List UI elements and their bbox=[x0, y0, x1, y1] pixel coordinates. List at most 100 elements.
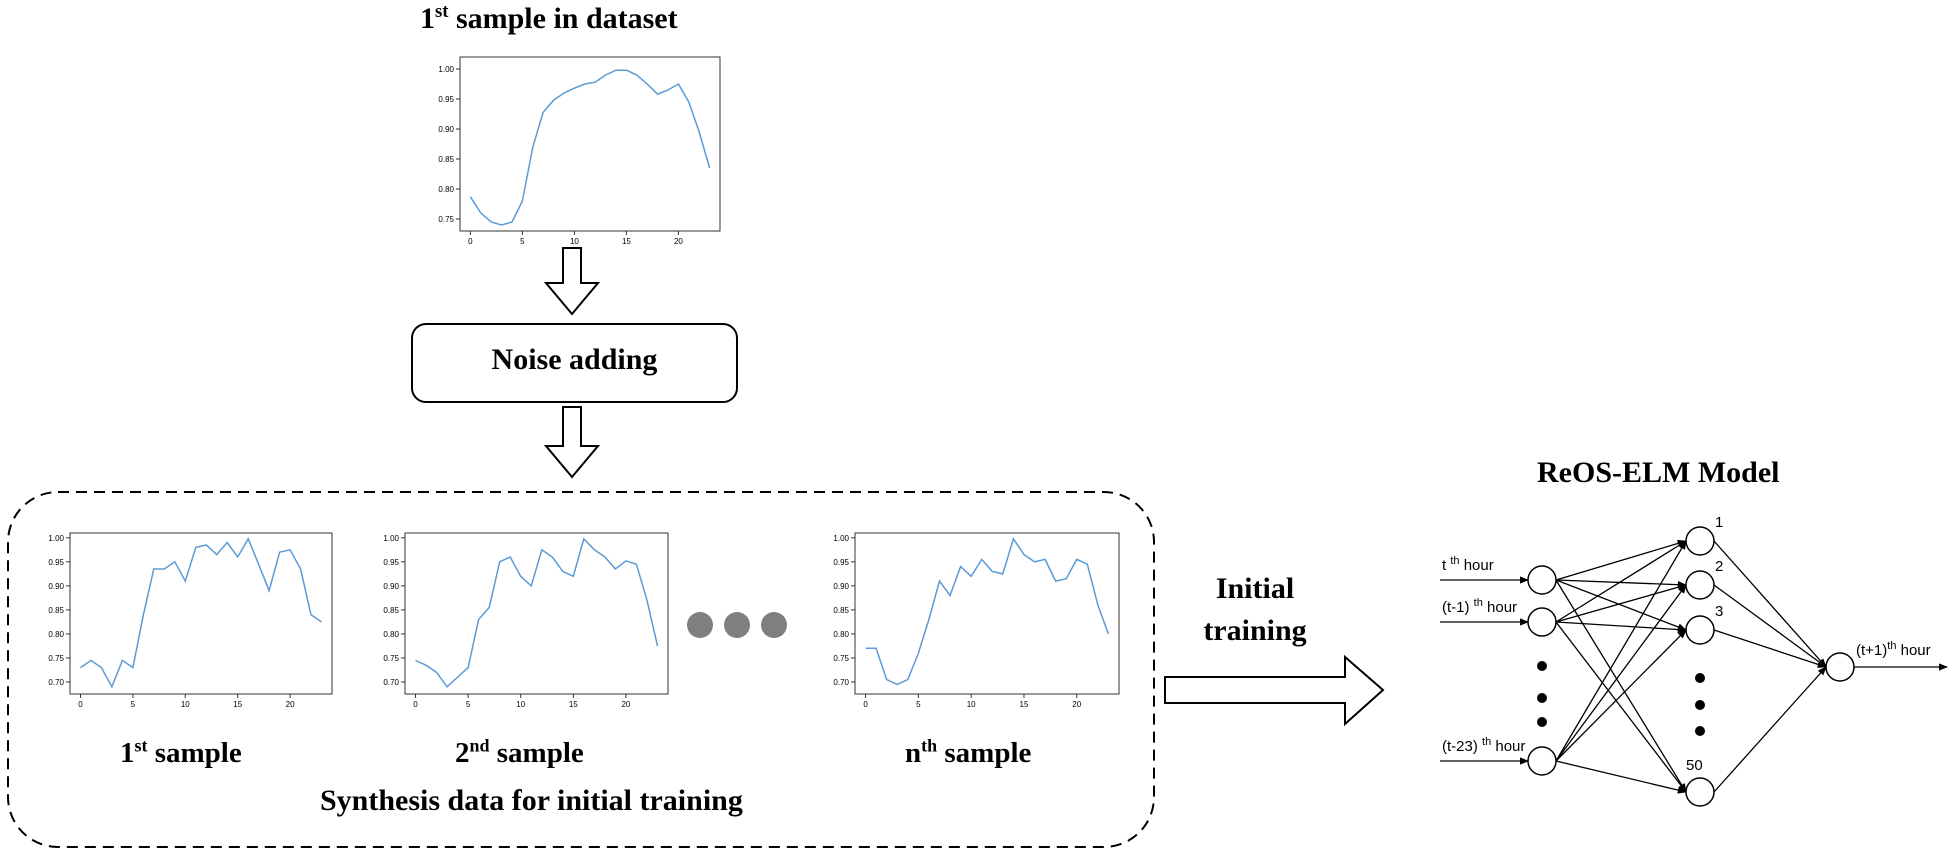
chart-frame bbox=[459, 56, 721, 232]
connection bbox=[1713, 629, 1827, 668]
noise-adding-box bbox=[411, 323, 738, 403]
synthesis-caption: Synthesis data for initial training bbox=[320, 784, 743, 817]
synthesis-container bbox=[7, 491, 1155, 848]
model-title: ReOS-ELM Model bbox=[1537, 456, 1780, 489]
hidden-neuron bbox=[1685, 615, 1715, 645]
hidden-neuron-label: 3 bbox=[1715, 603, 1723, 620]
connection bbox=[1555, 540, 1687, 762]
connection bbox=[1713, 540, 1827, 668]
y-tick-label: 0.75 bbox=[48, 654, 64, 663]
y-tick-label: 0.90 bbox=[833, 582, 849, 591]
ellipsis-dot bbox=[761, 612, 787, 638]
series-line bbox=[865, 537, 1110, 686]
hidden-neuron-label: 1 bbox=[1715, 514, 1723, 531]
connection bbox=[1555, 584, 1687, 762]
y-tick-label: 0.85 bbox=[438, 155, 454, 164]
ellipsis-dot bbox=[687, 612, 713, 638]
y-tick-label: 0.90 bbox=[438, 125, 454, 134]
input-neuron bbox=[1527, 607, 1557, 637]
x-tick-label: 10 bbox=[181, 700, 190, 709]
y-tick-label: 0.70 bbox=[48, 678, 64, 687]
ellipsis-dot bbox=[1695, 700, 1705, 710]
charts-layer: 0.75 0.80 0.85 0.90 0.95 1.00 0 5 10 15 20 0.70 0.75… bbox=[48, 56, 1120, 709]
x-tick-label: 5 bbox=[520, 237, 525, 246]
y-tick-label: 0.80 bbox=[438, 185, 454, 194]
input-neuron bbox=[1527, 565, 1557, 595]
x-tick-label: 20 bbox=[674, 237, 683, 246]
sample-number: 1 bbox=[120, 737, 135, 769]
x-tick-label: 0 bbox=[468, 237, 473, 246]
ellipsis-dot bbox=[1537, 717, 1547, 727]
ellipsis-dot bbox=[1695, 726, 1705, 736]
y-tick-label: 0.75 bbox=[833, 654, 849, 663]
y-tick-label: 1.00 bbox=[383, 534, 399, 543]
input-label: (t-23) th hour bbox=[1442, 736, 1525, 755]
x-tick-label: 15 bbox=[622, 237, 631, 246]
top-chart-title: 1st sample in dataset bbox=[420, 2, 678, 36]
input-neuron bbox=[1527, 746, 1557, 776]
title-text: sample in dataset bbox=[455, 2, 678, 35]
y-tick-label: 0.70 bbox=[383, 678, 399, 687]
sample-suffix: st bbox=[134, 735, 148, 756]
y-tick-label: 0.85 bbox=[383, 606, 399, 615]
y-tick-label: 0.75 bbox=[438, 215, 454, 224]
sample-label-1: 1st sample bbox=[120, 735, 242, 770]
x-tick-label: 10 bbox=[570, 237, 579, 246]
sample-word: sample bbox=[496, 737, 584, 769]
ellipsis-dot bbox=[1695, 673, 1705, 683]
connection bbox=[1713, 584, 1827, 668]
input-label: (t-1) th hour bbox=[1442, 597, 1517, 616]
y-tick-label: 0.85 bbox=[48, 606, 64, 615]
hidden-neuron-label: 2 bbox=[1715, 558, 1723, 575]
ellipsis-dot bbox=[724, 612, 750, 638]
sample-number: n bbox=[905, 737, 922, 769]
y-tick-label: 0.90 bbox=[48, 582, 64, 591]
connection bbox=[1555, 760, 1687, 794]
x-tick-label: 20 bbox=[286, 700, 295, 709]
x-tick-label: 15 bbox=[233, 700, 242, 709]
x-tick-label: 5 bbox=[131, 700, 136, 709]
connection bbox=[1555, 621, 1687, 793]
hidden-neuron bbox=[1685, 570, 1715, 600]
output-neuron bbox=[1825, 652, 1855, 682]
input-label: t th hour bbox=[1442, 555, 1494, 574]
sample-suffix: nd bbox=[469, 735, 490, 756]
y-tick-label: 0.95 bbox=[833, 558, 849, 567]
output-label: (t+1)th hour bbox=[1856, 640, 1931, 659]
connection bbox=[1555, 621, 1687, 634]
connection bbox=[1555, 579, 1687, 589]
x-tick-label: 0 bbox=[78, 700, 83, 709]
down-arrow-2 bbox=[543, 406, 601, 479]
y-tick-label: 0.95 bbox=[383, 558, 399, 567]
chart-frame bbox=[404, 532, 669, 695]
x-tick-label: 15 bbox=[1020, 700, 1029, 709]
sample-word: sample bbox=[154, 737, 242, 769]
ordinal-suffix: st bbox=[435, 1, 449, 22]
y-tick-label: 0.95 bbox=[438, 95, 454, 104]
x-tick-label: 0 bbox=[863, 700, 868, 709]
sample-number: 2 bbox=[455, 737, 470, 769]
noise-adding-label: Noise adding bbox=[491, 343, 658, 376]
x-tick-label: 0 bbox=[413, 700, 418, 709]
training-arrow bbox=[1164, 654, 1385, 727]
x-tick-label: 5 bbox=[916, 700, 921, 709]
y-tick-label: 1.00 bbox=[833, 534, 849, 543]
x-tick-label: 20 bbox=[1072, 700, 1081, 709]
ellipsis-dot bbox=[1537, 693, 1547, 703]
y-tick-label: 0.95 bbox=[48, 558, 64, 567]
series-line bbox=[415, 537, 659, 688]
hidden-neuron-label: 50 bbox=[1686, 757, 1703, 774]
hidden-neuron bbox=[1685, 526, 1715, 556]
ordinal-number: 1 bbox=[420, 2, 435, 35]
x-tick-label: 15 bbox=[569, 700, 578, 709]
connection bbox=[1555, 583, 1687, 623]
y-tick-label: 0.80 bbox=[48, 630, 64, 639]
training-line-2: training bbox=[1203, 614, 1307, 647]
x-tick-label: 10 bbox=[967, 700, 976, 709]
y-tick-label: 1.00 bbox=[48, 534, 64, 543]
chart-frame bbox=[69, 532, 333, 695]
series-line bbox=[80, 537, 322, 689]
